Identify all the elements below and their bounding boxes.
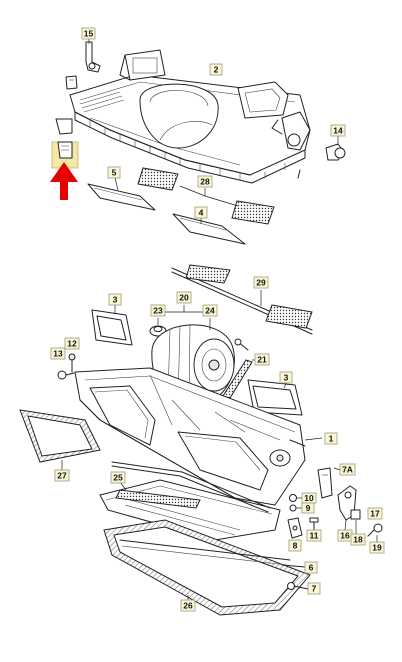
part-16-17-lever (337, 485, 357, 531)
svg-text:2: 2 (214, 65, 219, 75)
part-8-clip (287, 517, 303, 539)
part-11-screw (309, 517, 319, 531)
part-6-7-lower-screws (281, 564, 309, 590)
svg-text:16: 16 (340, 531, 350, 541)
part-12-13-fasteners (57, 353, 76, 380)
svg-text:4: 4 (199, 208, 204, 218)
svg-text:12: 12 (67, 339, 77, 349)
callout-12: 12 (64, 337, 80, 350)
callout-11: 11 (306, 529, 322, 542)
svg-text:5: 5 (112, 168, 117, 178)
svg-text:6: 6 (309, 563, 314, 573)
part-7A-bracket (317, 467, 341, 499)
callout-6: 6 (304, 561, 318, 574)
svg-text:28: 28 (200, 177, 210, 187)
svg-text:7A: 7A (342, 465, 353, 475)
callout-21: 21 (254, 353, 270, 366)
callout-4: 4 (194, 206, 208, 219)
highlighted-part (51, 118, 79, 169)
callout-18: 18 (350, 533, 366, 546)
part-26-large-seal (103, 519, 311, 616)
callout-14: 14 (330, 124, 346, 137)
part-3-filter-frame-left (91, 305, 133, 346)
callout-3-right: 3 (279, 371, 293, 384)
callout-23: 23 (150, 304, 166, 317)
callout-8: 8 (288, 539, 302, 552)
svg-text:29: 29 (256, 278, 266, 288)
part-18-bushing (350, 509, 361, 534)
part-27-seal-gasket (19, 409, 101, 470)
part-29-strip-assembly (171, 264, 313, 335)
part-28-filter-pair (137, 167, 275, 225)
callout-29: 29 (253, 276, 269, 289)
callout-3-left: 3 (108, 293, 122, 306)
part-1-lower-housing (74, 367, 323, 506)
svg-text:24: 24 (205, 306, 215, 316)
svg-text:25: 25 (113, 473, 123, 483)
callout-27: 27 (54, 469, 70, 482)
svg-text:23: 23 (153, 306, 163, 316)
svg-text:27: 27 (57, 471, 67, 481)
part-4-flap (172, 213, 246, 245)
callout-19: 19 (369, 541, 385, 554)
callout-9: 9 (301, 502, 315, 514)
svg-text:19: 19 (372, 543, 382, 553)
red-arrow-icon (50, 162, 78, 200)
part-10-9-washers (289, 494, 302, 512)
part-15-lever-bracket (85, 38, 101, 73)
callout-1: 1 (324, 432, 338, 445)
svg-text:18: 18 (353, 535, 363, 545)
part-5-flap (87, 177, 156, 211)
callout-17: 17 (367, 507, 383, 520)
svg-text:1: 1 (329, 434, 334, 444)
callout-16: 16 (337, 529, 353, 542)
callout-15: 15 (81, 27, 96, 40)
callout-26: 26 (180, 599, 196, 612)
svg-text:8: 8 (293, 541, 298, 551)
callout-7A: 7A (339, 463, 356, 476)
svg-text:3: 3 (284, 373, 289, 383)
svg-text:10: 10 (304, 493, 314, 503)
svg-text:14: 14 (333, 126, 343, 136)
callout-25: 25 (110, 471, 126, 484)
svg-text:17: 17 (370, 509, 380, 519)
callout-2: 2 (209, 63, 223, 76)
svg-text:9: 9 (306, 503, 311, 513)
svg-text:26: 26 (183, 601, 193, 611)
callout-10: 10 (301, 492, 317, 504)
callout-28: 28 (197, 175, 213, 188)
callout-7: 7 (307, 582, 321, 595)
svg-text:11: 11 (310, 531, 319, 541)
part-19-screw (367, 523, 383, 542)
svg-text:21: 21 (257, 355, 267, 365)
callout-5: 5 (107, 166, 121, 179)
svg-text:7: 7 (312, 584, 317, 594)
callout-13: 13 (50, 347, 66, 360)
part-3-filter-frame-right (247, 379, 303, 416)
svg-text:20: 20 (179, 293, 189, 303)
part-14-knob (325, 135, 346, 161)
svg-text:13: 13 (53, 349, 63, 359)
upper-air-box-housing (69, 49, 311, 184)
svg-text:15: 15 (84, 29, 94, 39)
callout-20: 20 (176, 291, 192, 304)
svg-text:3: 3 (113, 295, 118, 305)
callout-24: 24 (202, 304, 218, 317)
small-clip-upper-left (65, 75, 78, 90)
part-25-tray (99, 461, 281, 541)
